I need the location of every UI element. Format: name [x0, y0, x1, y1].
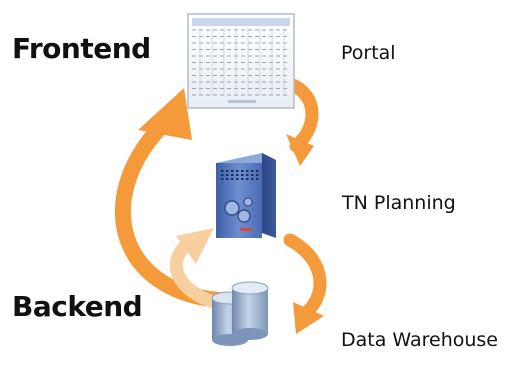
frontend-label: Frontend	[12, 32, 151, 65]
backend-label: Backend	[12, 290, 143, 323]
portal-to-server-arrow-icon	[278, 75, 319, 166]
database-icon	[211, 281, 269, 346]
tn-planning-label: TN Planning	[342, 192, 456, 214]
portal-label: Portal	[341, 42, 396, 64]
portal-report-icon	[187, 13, 295, 109]
server-to-warehouse-arrow-icon	[283, 233, 327, 334]
faded-arrow-icon	[169, 228, 221, 309]
data-warehouse-label: Data Warehouse	[341, 329, 499, 351]
server-icon	[216, 153, 276, 238]
